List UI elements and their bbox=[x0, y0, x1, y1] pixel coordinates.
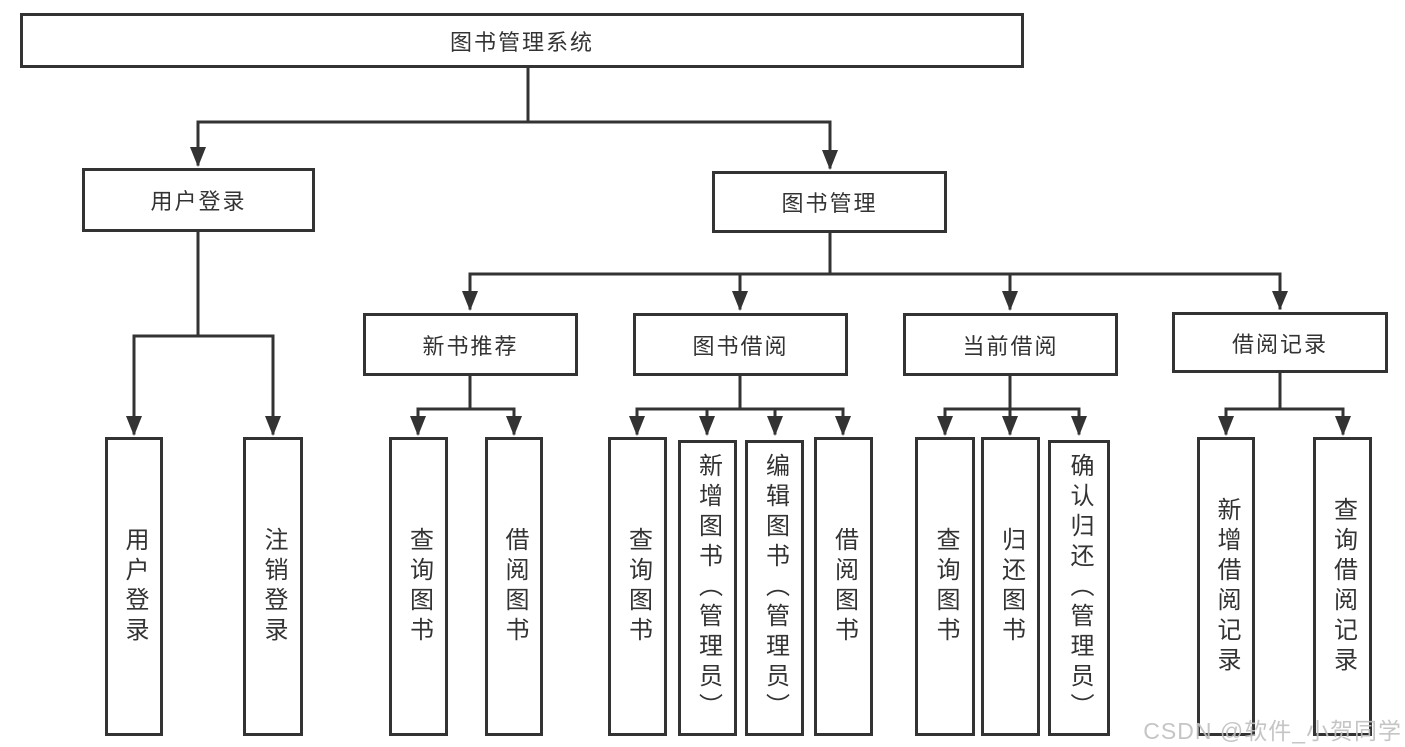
node-label: 注销登录 bbox=[260, 526, 287, 647]
node-label: 查询图书 bbox=[932, 526, 959, 647]
csdn-watermark: CSDN @软件_小贺同学 bbox=[1143, 718, 1402, 744]
connector-root-to-level2 bbox=[190, 66, 838, 170]
node-system-root: 图书管理系统 bbox=[20, 13, 1024, 68]
node-label: 查询借阅记录 bbox=[1329, 496, 1357, 677]
node-label: 图书借阅 bbox=[692, 333, 789, 359]
node-label: 借阅记录 bbox=[1231, 331, 1328, 357]
node-label: 借阅图书 bbox=[501, 526, 528, 647]
connector-book-management-to-level3 bbox=[462, 231, 1288, 311]
node-new-book-recommend: 新书推荐 bbox=[363, 313, 578, 376]
node-borrow-records: 借阅记录 bbox=[1172, 312, 1388, 373]
node-label: 查询图书 bbox=[405, 526, 433, 647]
node-label: 图书管理系统 bbox=[449, 29, 594, 55]
node-label: 确认归还（管理员） bbox=[1066, 453, 1093, 723]
node-label: 图书管理 bbox=[781, 191, 878, 216]
node-label: 借阅图书 bbox=[830, 526, 858, 647]
node-leaf-add-books-admin: 新增图书（管理员） bbox=[678, 440, 737, 736]
connector-book-borrow-to-leaves bbox=[629, 374, 851, 436]
node-leaf-add-borrow-record: 新增借阅记录 bbox=[1197, 437, 1255, 736]
node-current-borrow: 当前借阅 bbox=[903, 313, 1118, 376]
node-leaf-borrow-books: 借阅图书 bbox=[814, 437, 873, 736]
node-leaf-logout: 注销登录 bbox=[243, 437, 303, 736]
node-leaf-edit-books-admin: 编辑图书（管理员） bbox=[745, 440, 804, 736]
node-book-management: 图书管理 bbox=[712, 171, 947, 233]
node-leaf-borrow-books-recommend: 借阅图书 bbox=[485, 437, 543, 736]
node-leaf-return-books: 归还图书 bbox=[981, 437, 1040, 736]
connector-current-borrow-to-leaves bbox=[937, 374, 1087, 436]
node-leaf-query-books-current: 查询图书 bbox=[915, 437, 975, 736]
node-label: 查询图书 bbox=[624, 526, 652, 647]
node-label: 归还图书 bbox=[997, 526, 1025, 647]
node-leaf-confirm-return-admin: 确认归还（管理员） bbox=[1048, 440, 1110, 736]
node-label: 用户登录 bbox=[150, 189, 247, 214]
node-leaf-query-borrow-record: 查询借阅记录 bbox=[1313, 437, 1372, 736]
node-label: 用户登录 bbox=[121, 526, 148, 647]
node-label: 当前借阅 bbox=[962, 333, 1059, 359]
node-label: 新书推荐 bbox=[422, 333, 519, 359]
node-user-login: 用户登录 bbox=[82, 168, 315, 232]
node-leaf-user-login: 用户登录 bbox=[105, 437, 163, 736]
node-leaf-query-books-borrow: 查询图书 bbox=[608, 437, 667, 736]
node-label: 新增借阅记录 bbox=[1213, 496, 1240, 677]
node-leaf-query-books-recommend: 查询图书 bbox=[389, 437, 448, 736]
node-label: 新增图书（管理员） bbox=[694, 453, 722, 723]
node-label: 编辑图书（管理员） bbox=[761, 453, 789, 723]
node-book-borrow: 图书借阅 bbox=[633, 313, 848, 376]
connector-borrow-records-to-leaves bbox=[1218, 371, 1351, 436]
connector-new-book-recommend-to-leaves bbox=[410, 374, 522, 436]
connector-user-login-to-leaves bbox=[126, 230, 281, 436]
